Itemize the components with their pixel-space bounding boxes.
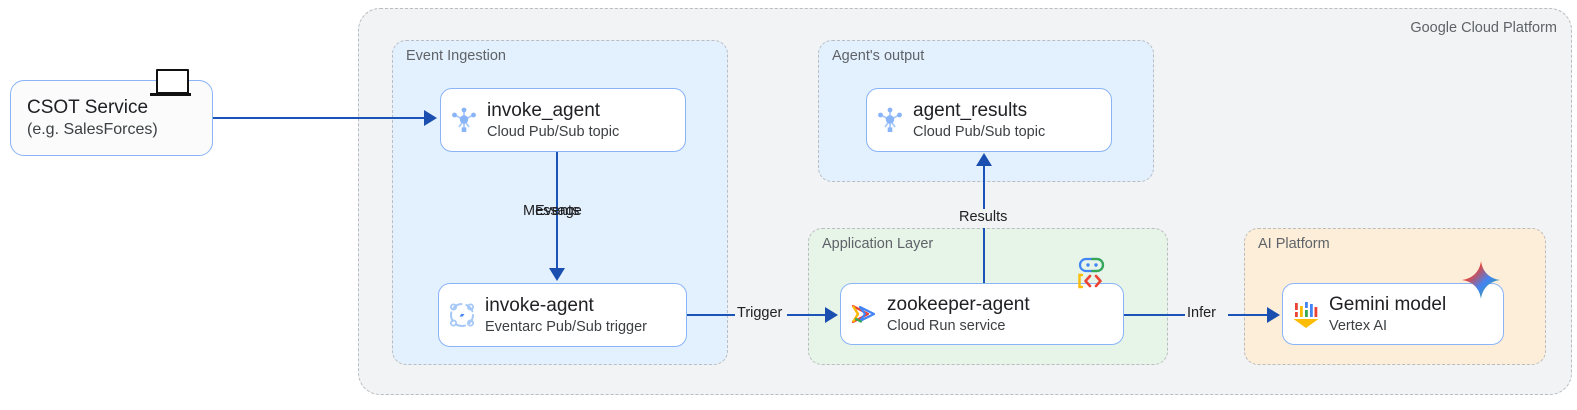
node-invoke-agent-trigger[interactable]: invoke-agent Eventarc Pub/Sub trigger (438, 283, 687, 347)
monitor-icon-base (150, 93, 191, 96)
edge-zookeeper-to-results-arrowhead (976, 153, 992, 166)
platform-title: Google Cloud Platform (1410, 20, 1557, 36)
node-zookeeper-agent[interactable]: zookeeper-agent Cloud Run service (840, 283, 1124, 345)
edge-trigger-to-zookeeper-arrowhead (825, 307, 838, 323)
vertex-ai-icon (1283, 298, 1329, 330)
group-label-agents-output: Agent's output (832, 48, 925, 64)
edge-trigger-to-zookeeper-left (687, 314, 735, 317)
node-invoke-agent-trigger-subtitle: Eventarc Pub/Sub trigger (485, 318, 648, 335)
node-invoke-agent-topic[interactable]: invoke_agent Cloud Pub/Sub topic (440, 88, 686, 152)
edge-topic-to-trigger (556, 152, 559, 269)
edge-zookeeper-to-results-upper (983, 165, 986, 209)
group-label-event-ingestion: Event Ingestion (406, 48, 506, 64)
node-csot-subtitle: (e.g. SalesForces) (27, 121, 158, 138)
node-invoke-agent-topic-title: invoke_agent (487, 99, 601, 121)
gemini-sparkle-icon (1459, 258, 1503, 302)
edge-zookeeper-to-gemini-right (1228, 314, 1269, 317)
node-zookeeper-agent-title: zookeeper-agent (887, 293, 1030, 315)
node-invoke-agent-trigger-title: invoke-agent (485, 294, 594, 316)
edge-zookeeper-to-results-mid (983, 228, 986, 283)
node-invoke-agent-topic-subtitle: Cloud Pub/Sub topic (487, 123, 620, 140)
edge-label-trigger: Trigger (737, 305, 783, 321)
group-label-ai-platform: AI Platform (1258, 236, 1330, 252)
group-label-application-layer: Application Layer (822, 236, 934, 252)
edge-label-results: Results (959, 209, 1008, 225)
edge-label-events: Events (535, 203, 580, 219)
edge-csot-to-topic-arrowhead (424, 110, 437, 126)
node-agent-results-topic-title: agent_results (913, 99, 1028, 121)
node-gemini-model-subtitle: Vertex AI (1329, 317, 1388, 334)
node-agent-results-topic[interactable]: agent_results Cloud Pub/Sub topic (866, 88, 1112, 152)
edge-label-infer: Infer (1187, 305, 1217, 321)
edge-topic-to-trigger-arrowhead (549, 268, 565, 281)
node-gemini-model-title: Gemini model (1329, 293, 1447, 315)
pubsub-icon (867, 105, 913, 135)
node-agent-results-topic-subtitle: Cloud Pub/Sub topic (913, 123, 1046, 140)
edge-trigger-to-zookeeper-right (787, 314, 827, 317)
node-csot-title: CSOT Service (27, 97, 149, 118)
edge-csot-to-topic (213, 117, 426, 120)
node-gemini-model[interactable]: Gemini model Vertex AI (1282, 283, 1504, 345)
edge-label-message: Message (523, 203, 582, 219)
pubsub-icon (441, 105, 487, 135)
eventarc-icon (439, 299, 485, 331)
edge-label-topic-to-trigger: Message Events (505, 203, 615, 225)
edge-zookeeper-to-gemini-left (1124, 314, 1185, 317)
cloud-run-icon (841, 299, 887, 329)
monitor-icon (156, 69, 189, 94)
node-zookeeper-agent-subtitle: Cloud Run service (887, 317, 1006, 334)
adk-robot-icon (1075, 256, 1108, 296)
edge-zookeeper-to-gemini-arrowhead (1267, 307, 1280, 323)
